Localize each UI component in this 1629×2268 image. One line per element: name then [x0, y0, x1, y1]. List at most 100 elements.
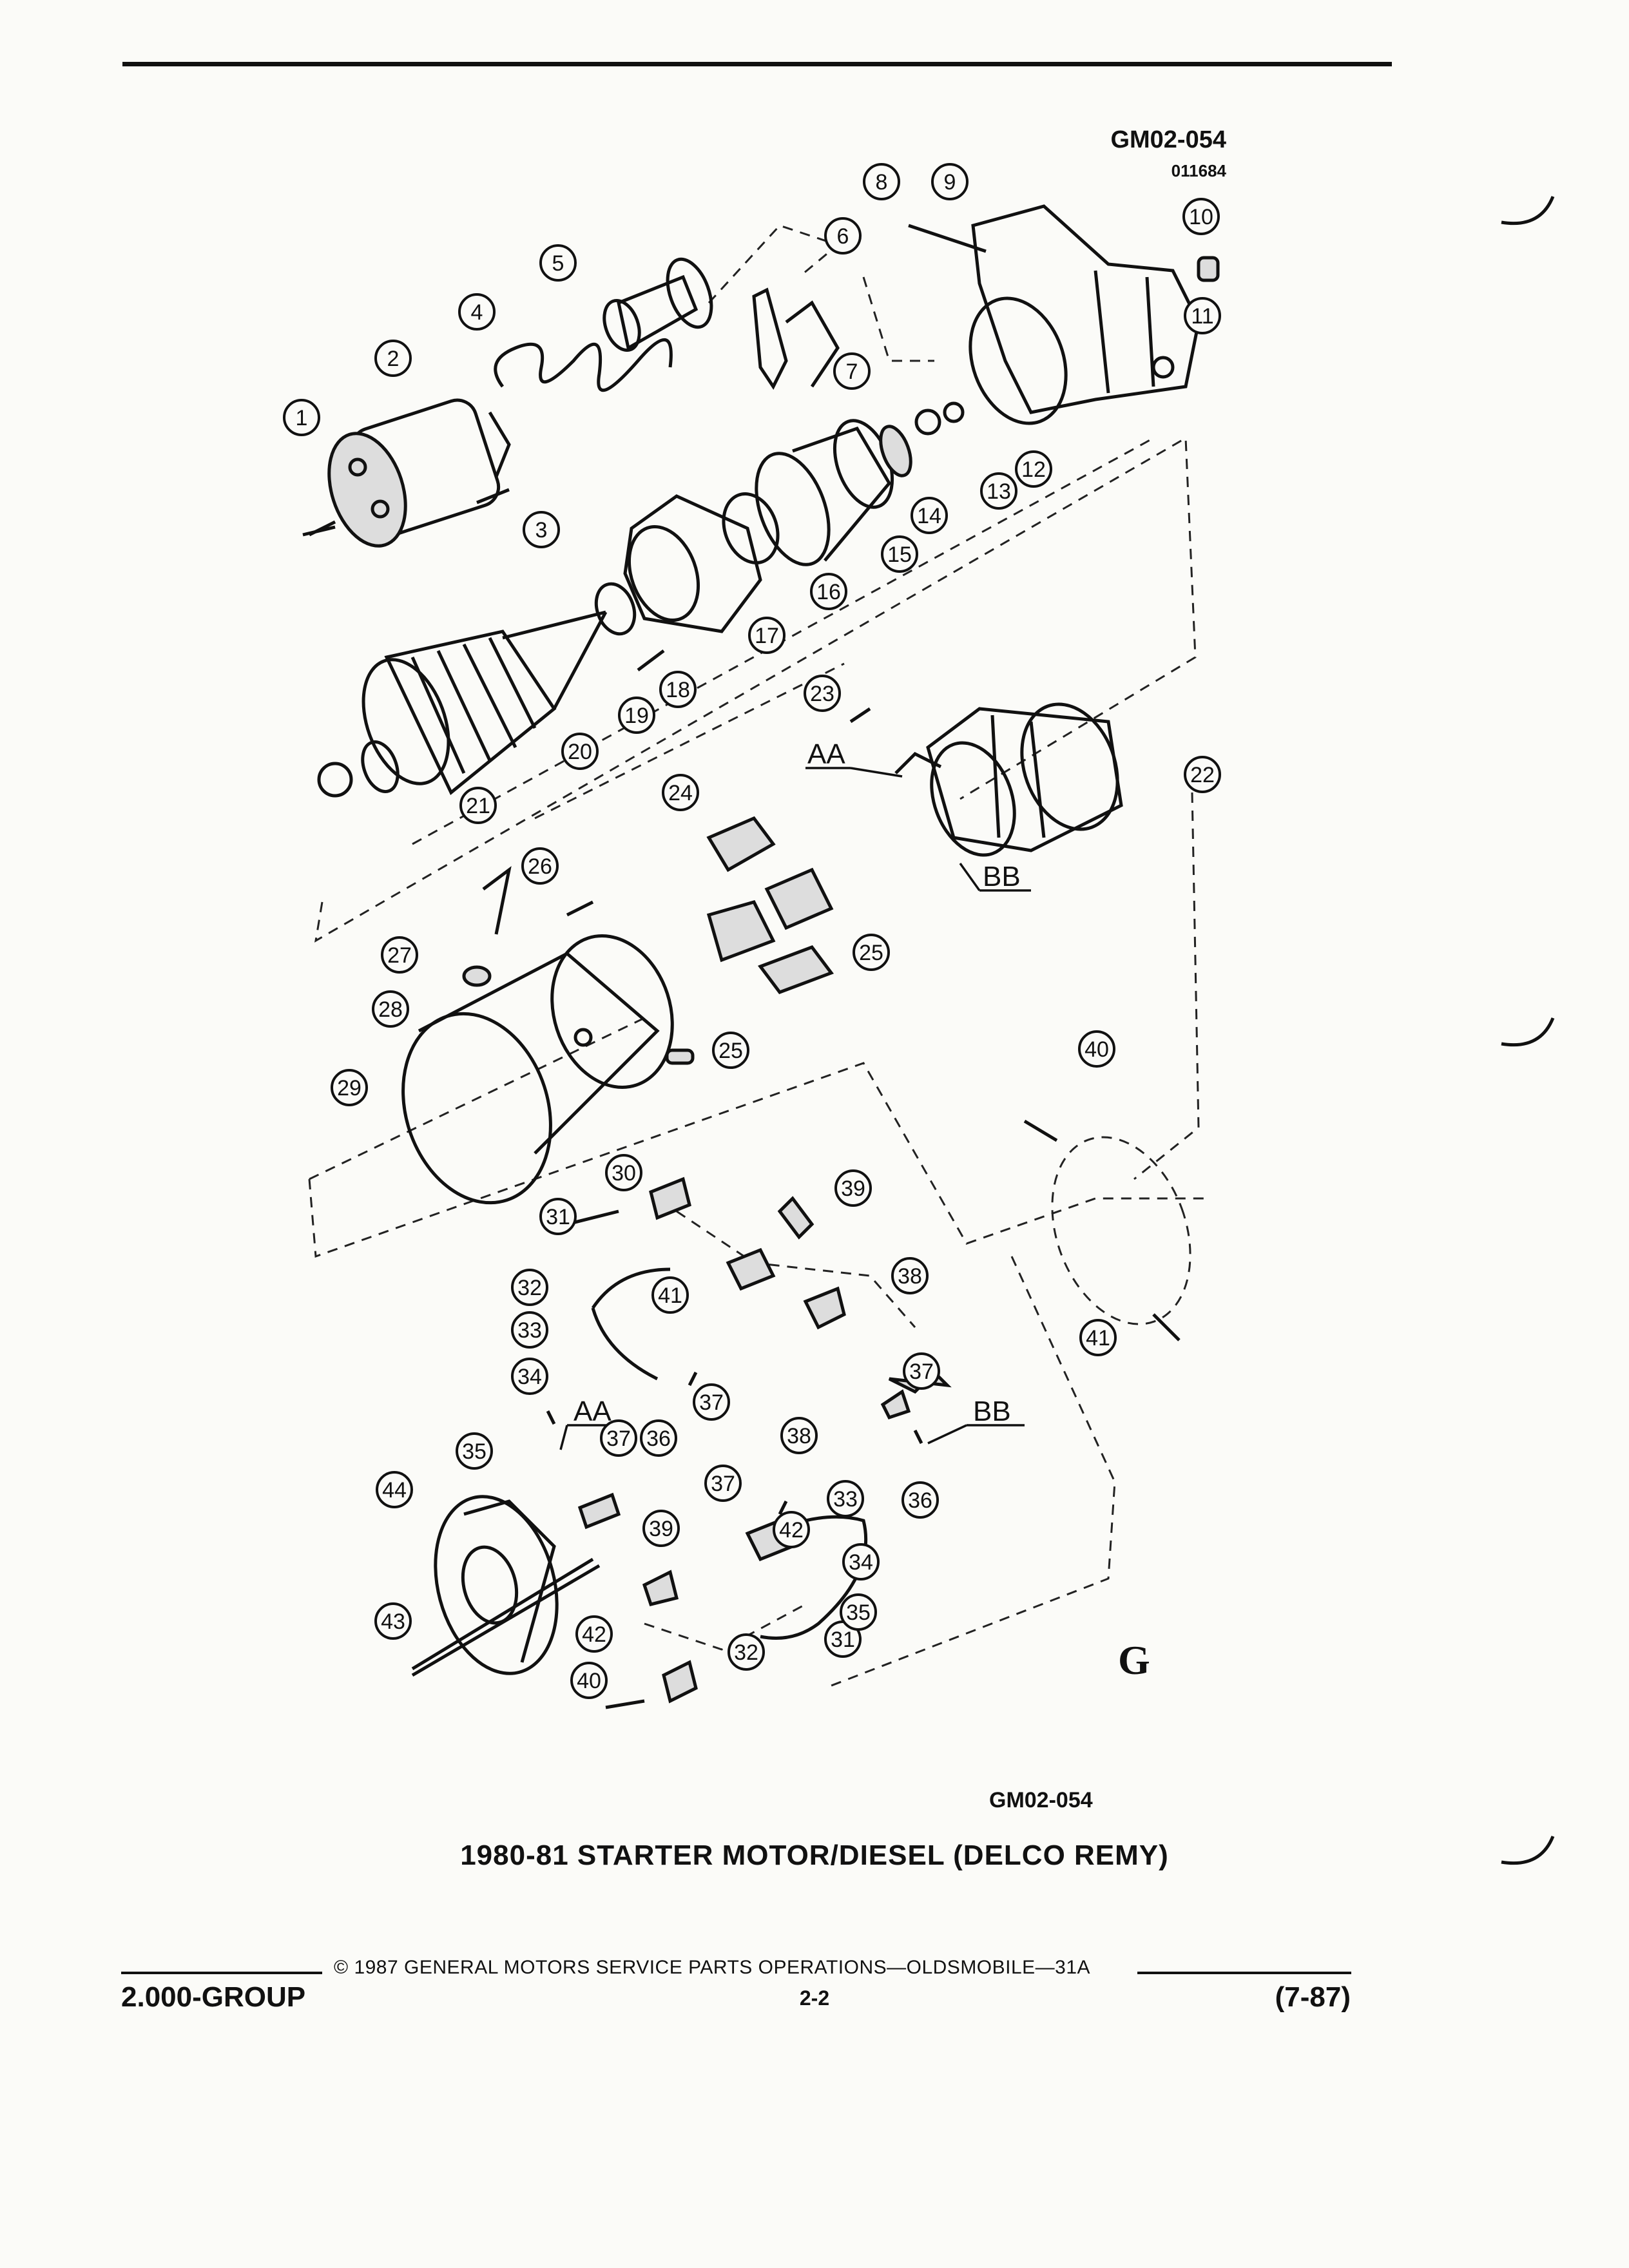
callout-circle: [605, 1154, 642, 1191]
callout-number: 15: [887, 543, 912, 567]
callout-circle: [881, 535, 918, 573]
callout-circle: [511, 1311, 548, 1349]
callout-circle: [570, 1662, 608, 1699]
callout-number: 6: [837, 224, 849, 249]
through-bolt: [411, 1557, 594, 1671]
callout-circle: [561, 733, 599, 770]
callout-number: 31: [831, 1628, 855, 1652]
callout-number: 17: [755, 624, 779, 648]
callout-number: 44: [382, 1478, 407, 1503]
screw: [778, 1500, 788, 1515]
callout-number: 37: [711, 1472, 735, 1496]
callout-circle: [931, 163, 969, 200]
callout-number: 5: [552, 251, 564, 276]
housing-bolt: [908, 224, 987, 253]
callout-number: 41: [658, 1283, 682, 1308]
callout-circle: [810, 573, 847, 610]
screw: [546, 1410, 556, 1425]
callout-circle: [728, 1633, 765, 1671]
drive-housing: [969, 204, 1200, 425]
callout-circle: [833, 352, 871, 390]
callout-number: 37: [606, 1427, 631, 1451]
top-rule: [122, 62, 1392, 66]
ring-screw: [1023, 1119, 1058, 1142]
plug: [1152, 356, 1175, 379]
edge-mark: [1501, 196, 1555, 226]
callout-number: 25: [718, 1039, 743, 1063]
callout-number: 40: [1084, 1037, 1109, 1062]
footer-rule-right: [1137, 1972, 1351, 1974]
group-label: 2.000-GROUP: [121, 1981, 306, 2013]
callout-circle: [539, 1198, 577, 1235]
field-screw: [849, 707, 871, 724]
callout-circle: [575, 1615, 613, 1653]
callout-circle: [834, 1169, 872, 1207]
shift-lever: [752, 287, 840, 390]
callout-circle: [456, 1432, 493, 1470]
field-coil-assembly: [894, 702, 1123, 857]
callout-number: 26: [528, 854, 552, 879]
callout-number: 42: [582, 1622, 606, 1647]
callout-circle: [712, 1032, 749, 1069]
through-bolt: [411, 1564, 601, 1677]
revision-date: (7-87): [1275, 1981, 1351, 2013]
callout-circle: [911, 497, 948, 534]
screw: [913, 1429, 923, 1445]
callout-number: 33: [517, 1318, 542, 1343]
view-label-bb-upper: BB: [983, 861, 1021, 892]
view-label-aa-lower: AA: [574, 1396, 612, 1427]
brush: [662, 1660, 698, 1704]
brush: [577, 1492, 621, 1530]
callout-number: 12: [1021, 457, 1046, 482]
callout-circle: [773, 1511, 810, 1548]
view-label-bb-lower: BB: [973, 1396, 1011, 1427]
terminal-stud: [566, 900, 594, 917]
callout-number: 35: [846, 1600, 871, 1625]
callout-number: 22: [1190, 763, 1215, 787]
callout-circle: [659, 671, 697, 708]
solenoid-screw: [476, 488, 510, 505]
callout-number: 24: [668, 781, 693, 805]
pole-shoe: [757, 945, 834, 994]
callout-number: 7: [846, 360, 858, 384]
brush: [777, 1196, 815, 1240]
armature-washer: [317, 762, 353, 798]
callout-circle: [521, 847, 559, 885]
spring: [494, 338, 673, 392]
brush: [649, 1177, 691, 1220]
callout-number: 11: [1191, 304, 1213, 329]
dowel: [665, 1048, 695, 1065]
callout-number: 20: [568, 740, 592, 764]
callout-circle: [640, 1419, 677, 1457]
thrust-washer: [722, 492, 780, 564]
callout-number: 23: [810, 682, 834, 706]
brush: [803, 1286, 846, 1330]
brush-plate: [591, 1267, 671, 1309]
callout-number: 14: [917, 504, 941, 528]
callout-circle: [1078, 1030, 1115, 1068]
brush: [726, 1247, 776, 1291]
callout-number: 16: [816, 580, 841, 604]
brush: [880, 1389, 911, 1420]
callout-circle: [1184, 297, 1221, 334]
terminal-strap: [482, 866, 512, 935]
callout-number: 34: [849, 1550, 873, 1575]
callout-circle: [840, 1593, 877, 1631]
callout-circle: [642, 1510, 680, 1547]
gm-logo: G: [1118, 1637, 1150, 1683]
callout-circle: [372, 990, 409, 1028]
callout-number: 27: [387, 943, 412, 968]
callout-circle: [381, 936, 418, 974]
callout-circle: [459, 787, 497, 824]
callout-number: 29: [337, 1076, 361, 1100]
callout-number: 41: [1086, 1326, 1110, 1350]
callout-number: 39: [649, 1517, 673, 1541]
field-frame: [401, 934, 674, 1205]
callout-number: 2: [387, 347, 400, 371]
diagram-ref-number: 011684: [1171, 161, 1226, 180]
callout-number: 21: [466, 794, 490, 818]
guide-line: [534, 662, 845, 820]
plate-screw: [637, 649, 665, 671]
callout-circle: [693, 1383, 730, 1421]
callout-circle: [748, 617, 786, 654]
